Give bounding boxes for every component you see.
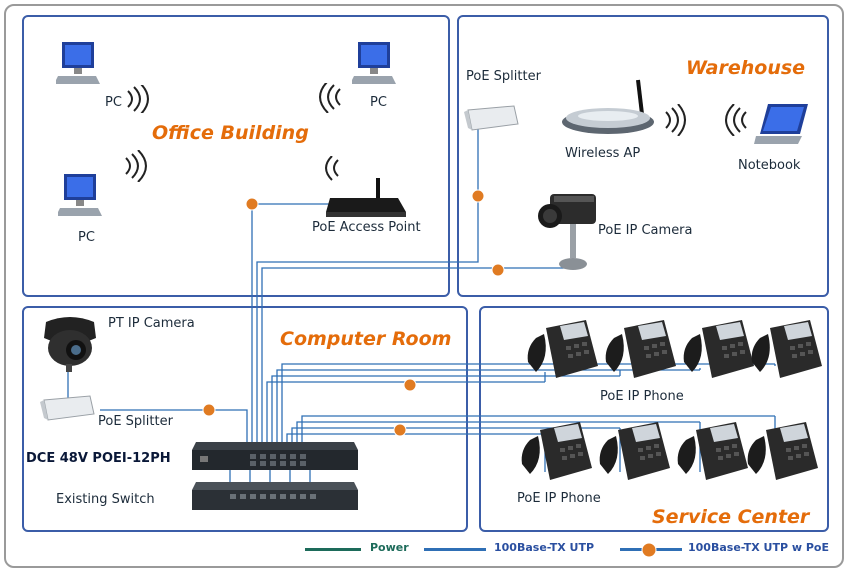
pc-label-3: PC [78,230,95,245]
legend-utp-line [424,548,486,551]
ip-phone-icon [677,422,748,480]
injector-model-label: DCE 48V POEI-12PH [26,451,171,466]
pt-ip-camera-icon [44,317,96,372]
poe-ip-phone-label-1: PoE IP Phone [600,389,684,404]
poe-badge [491,263,505,277]
poe-splitter-label-warehouse: PoE Splitter [466,69,541,84]
ip-phone-icon [747,422,818,480]
wifi-waves-icon [125,150,147,182]
warehouse-title: Warehouse [686,57,806,79]
pt-ip-camera-label: PT IP Camera [108,316,195,331]
legend-power-label: Power [370,541,409,554]
existing-switch-label: Existing Switch [56,492,155,507]
poe-ip-camera-label: PoE IP Camera [598,223,693,238]
ip-phone-icon [605,320,676,378]
legend-power-line [305,548,361,551]
pc-icon [58,174,102,216]
ip-phone-icon [527,320,598,378]
poe-badge [393,423,407,437]
poe-injector-icon [192,442,358,470]
office-building-title: Office Building [152,122,309,144]
poe-splitter-icon [464,105,519,131]
wifi-waves-icon [665,104,686,136]
poe-badge [471,189,485,203]
wifi-waves-icon [725,104,747,136]
diagram-frame [4,4,844,568]
poe-splitter-icon [40,395,95,421]
existing-switch-icon [192,482,358,510]
wireless-ap-icon [562,79,654,134]
legend-utp-label: 100Base-TX UTP [494,541,595,554]
service-center-title: Service Center [652,506,810,528]
computer-room-title: Computer Room [280,328,452,350]
warehouse-zone [457,15,829,297]
poe-splitter-label-computer-room: PoE Splitter [98,414,173,429]
ip-camera-icon [538,194,596,270]
poe-access-point-label: PoE Access Point [312,220,421,235]
wireless-ap-label: Wireless AP [565,146,641,161]
wifi-waves-icon [325,156,339,181]
ip-phone-icon [599,422,670,480]
ip-phone-icon [683,320,754,378]
notebook-label: Notebook [738,158,801,173]
wifi-waves-icon [127,85,149,113]
pc-icon [56,42,100,84]
ip-phone-icon [751,320,822,378]
legend-poe-label: 100Base-TX UTP w PoE [688,541,829,554]
notebook-icon [754,104,808,144]
ip-phone-icon [521,422,592,480]
legend-poe-badge [641,542,657,558]
poe-ip-phone-label-2: PoE IP Phone [517,491,601,506]
poe-badge [245,197,259,211]
pc-label-2: PC [370,95,387,110]
poe-badge [202,403,216,417]
poe-badge [403,378,417,392]
access-point-icon [326,178,406,217]
pc-label-1: PC [105,95,122,110]
pc-icon [352,42,396,84]
wifi-waves-icon [319,83,341,113]
